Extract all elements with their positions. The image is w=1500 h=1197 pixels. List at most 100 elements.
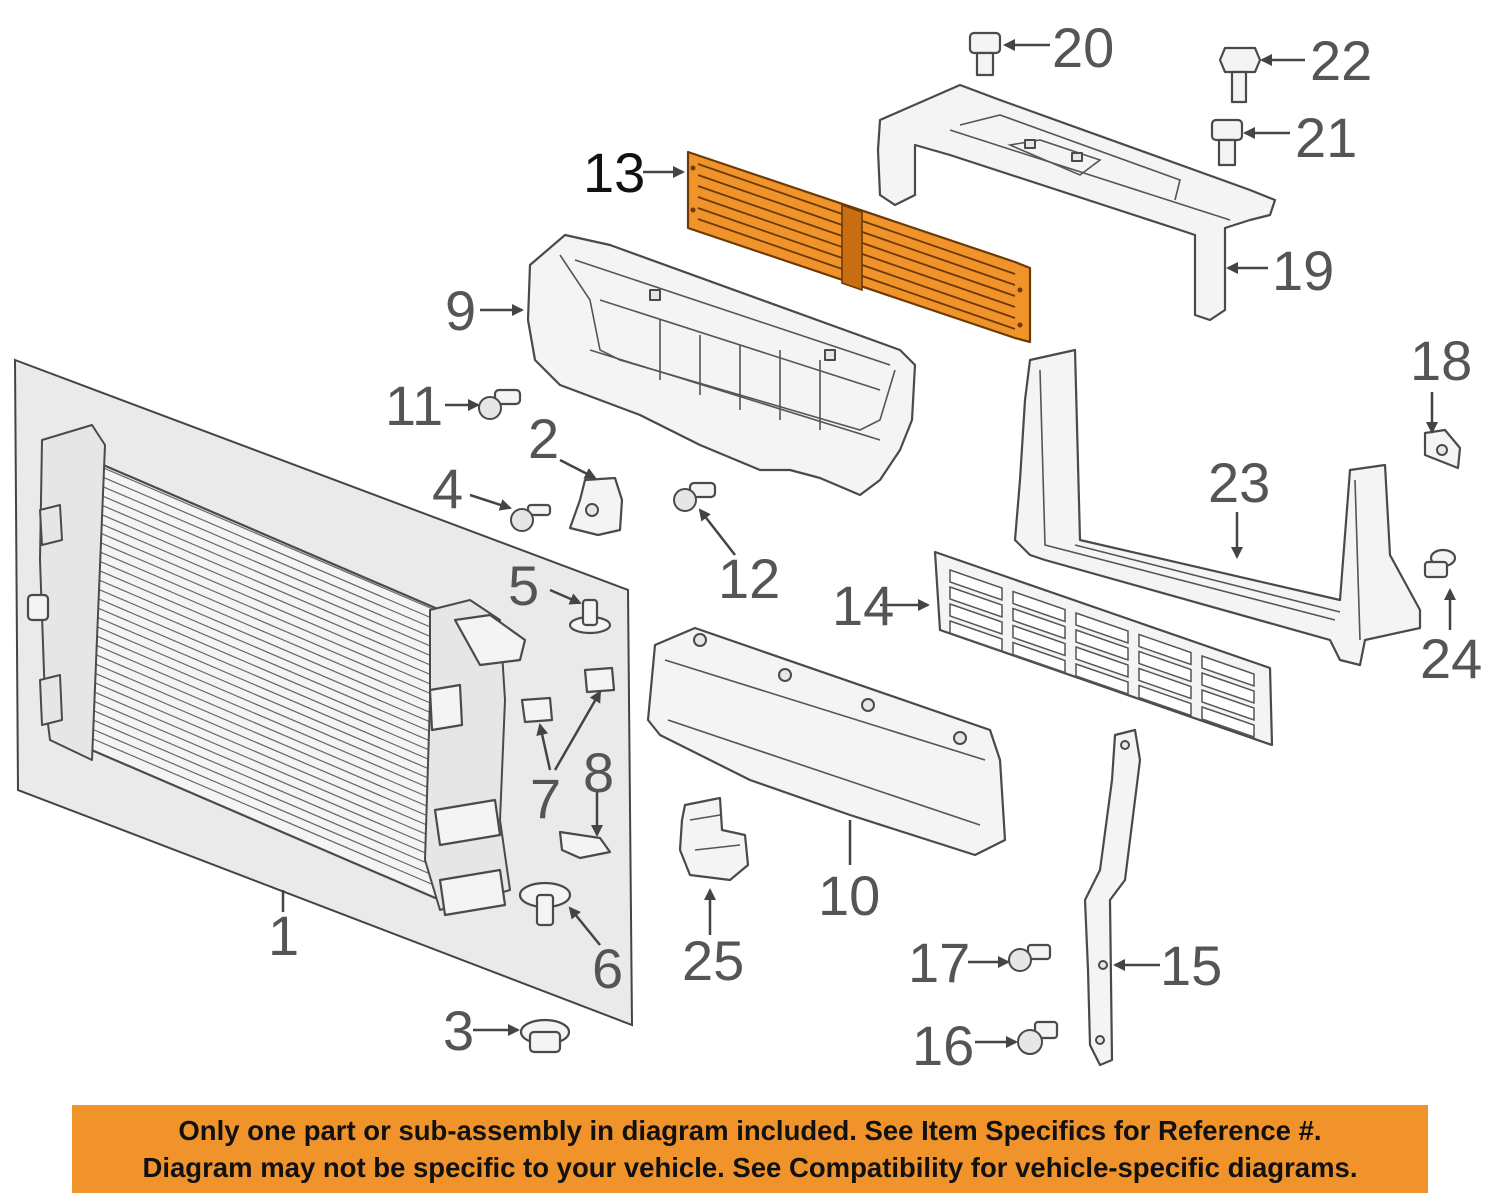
callout-11: 11 xyxy=(385,374,443,437)
radiator-fin xyxy=(84,677,436,830)
disclaimer-banner: Only one part or sub-assembly in diagram… xyxy=(72,1105,1428,1193)
part-1-radiator[interactable] xyxy=(13,358,634,1027)
radiator-fin xyxy=(84,459,436,611)
radiator-fin xyxy=(84,554,436,706)
callout-18: 18 xyxy=(1410,329,1472,392)
callout-13: 13 xyxy=(583,141,645,204)
grille-cell xyxy=(1201,671,1255,705)
radiator-fin xyxy=(84,715,436,868)
callout-17: 17 xyxy=(908,931,970,994)
callout-5: 5 xyxy=(508,554,539,617)
grille-cell xyxy=(1075,628,1129,662)
radiator-fin xyxy=(84,487,436,640)
part-2-bracket[interactable] xyxy=(568,476,624,537)
grille-cell xyxy=(1012,641,1066,674)
callout-9: 9 xyxy=(445,279,476,342)
grille-cell xyxy=(1138,684,1192,717)
radiator-fin xyxy=(84,601,436,754)
radiator-fin xyxy=(84,639,436,792)
part-17-bolt[interactable] xyxy=(1008,943,1052,972)
radiator-fin xyxy=(84,620,436,773)
part-11-bolt[interactable] xyxy=(478,388,522,420)
radiator-core xyxy=(26,424,527,917)
radiator-fin xyxy=(84,525,436,678)
callout-10: 10 xyxy=(818,864,880,927)
radiator-fin xyxy=(84,725,436,877)
grille-cell xyxy=(1075,662,1129,696)
callout-22: 22 xyxy=(1310,29,1372,92)
radiator-fin xyxy=(84,468,436,621)
radiator-fin xyxy=(84,544,436,697)
part-20-bolt[interactable] xyxy=(968,31,1002,77)
radiator-fin xyxy=(84,592,436,744)
part-15-side-bracket[interactable] xyxy=(1083,728,1142,1067)
part-18-nut[interactable] xyxy=(1423,428,1462,470)
part-5-clip[interactable] xyxy=(568,598,612,635)
radiator-fin xyxy=(84,696,436,849)
part-7-clip-b[interactable] xyxy=(583,666,616,694)
radiator-fin xyxy=(84,535,436,687)
callout-2: 2 xyxy=(528,407,559,470)
disclaimer-line-2: Diagram may not be specific to your vehi… xyxy=(142,1152,1358,1183)
radiator-fin xyxy=(84,668,436,820)
part-24-bolt[interactable] xyxy=(1423,548,1457,579)
grille-cell xyxy=(949,568,1003,602)
radiator-fin xyxy=(84,563,436,716)
part-6-push-pin[interactable] xyxy=(518,881,572,927)
grille-cell xyxy=(1075,645,1129,679)
part-9-air-deflector[interactable] xyxy=(526,233,917,497)
callout-7: 7 xyxy=(530,767,561,830)
part-16-bolt[interactable] xyxy=(1017,1020,1059,1055)
part-14-lower-grille[interactable] xyxy=(933,550,1274,747)
callout-3: 3 xyxy=(443,999,474,1062)
callout-23: 23 xyxy=(1208,451,1270,514)
part-25-bracket[interactable] xyxy=(678,796,750,882)
grille-cell xyxy=(1138,667,1192,700)
part-3-grommet[interactable] xyxy=(519,1018,571,1054)
callout-6: 6 xyxy=(592,937,623,1000)
radiator-fin xyxy=(84,649,436,801)
callout-21: 21 xyxy=(1295,106,1357,169)
leader-lines xyxy=(281,39,1456,1048)
callout-15: 15 xyxy=(1160,934,1222,997)
part-10-lower-air-duct[interactable] xyxy=(646,626,1007,857)
disclaimer-line-1: Only one part or sub-assembly in diagram… xyxy=(178,1115,1322,1146)
part-23-lower-support[interactable] xyxy=(1013,348,1422,667)
radiator-fin xyxy=(84,734,436,887)
radiator-fin xyxy=(84,573,436,725)
radiator-fin xyxy=(84,497,436,649)
part-13-grille-shutter[interactable] xyxy=(686,150,1032,344)
grille-cell xyxy=(1075,611,1129,645)
callout-12: 12 xyxy=(718,547,780,610)
part-12-bolt[interactable] xyxy=(673,481,717,512)
part-7-clip-a[interactable] xyxy=(520,696,554,724)
part-19-upper-tie-bar[interactable] xyxy=(876,83,1277,322)
grille-cell xyxy=(1201,705,1255,739)
radiator-fin xyxy=(84,478,436,630)
part-4-bolt[interactable] xyxy=(510,503,552,532)
grille-cell xyxy=(949,602,1003,636)
callout-labels: 1 2 3 4 5 6 7 8 9 10 11 12 13 14 15 16 1… xyxy=(268,16,1482,1077)
callout-4: 4 xyxy=(432,457,463,520)
grille-cell xyxy=(1012,590,1066,623)
callout-25: 25 xyxy=(682,929,744,992)
radiator-fin xyxy=(84,658,436,811)
callout-20: 20 xyxy=(1052,16,1114,79)
callout-1: 1 xyxy=(268,904,299,967)
radiator-fin xyxy=(84,706,436,858)
radiator-fin xyxy=(84,630,436,782)
grille-cell xyxy=(1138,650,1192,683)
part-8-clip[interactable] xyxy=(558,830,612,860)
callout-8: 8 xyxy=(583,741,614,804)
callout-14: 14 xyxy=(832,574,894,637)
grille-cell xyxy=(1012,607,1066,640)
radiator-fin xyxy=(84,611,436,763)
part-21-bolt[interactable] xyxy=(1210,118,1244,167)
radiator-fin xyxy=(84,582,436,735)
grille-cell xyxy=(949,619,1003,653)
part-22-bolt[interactable] xyxy=(1218,46,1262,104)
grille-cell xyxy=(1138,633,1192,666)
grille-cell xyxy=(1201,654,1255,688)
callout-19: 19 xyxy=(1272,239,1334,302)
